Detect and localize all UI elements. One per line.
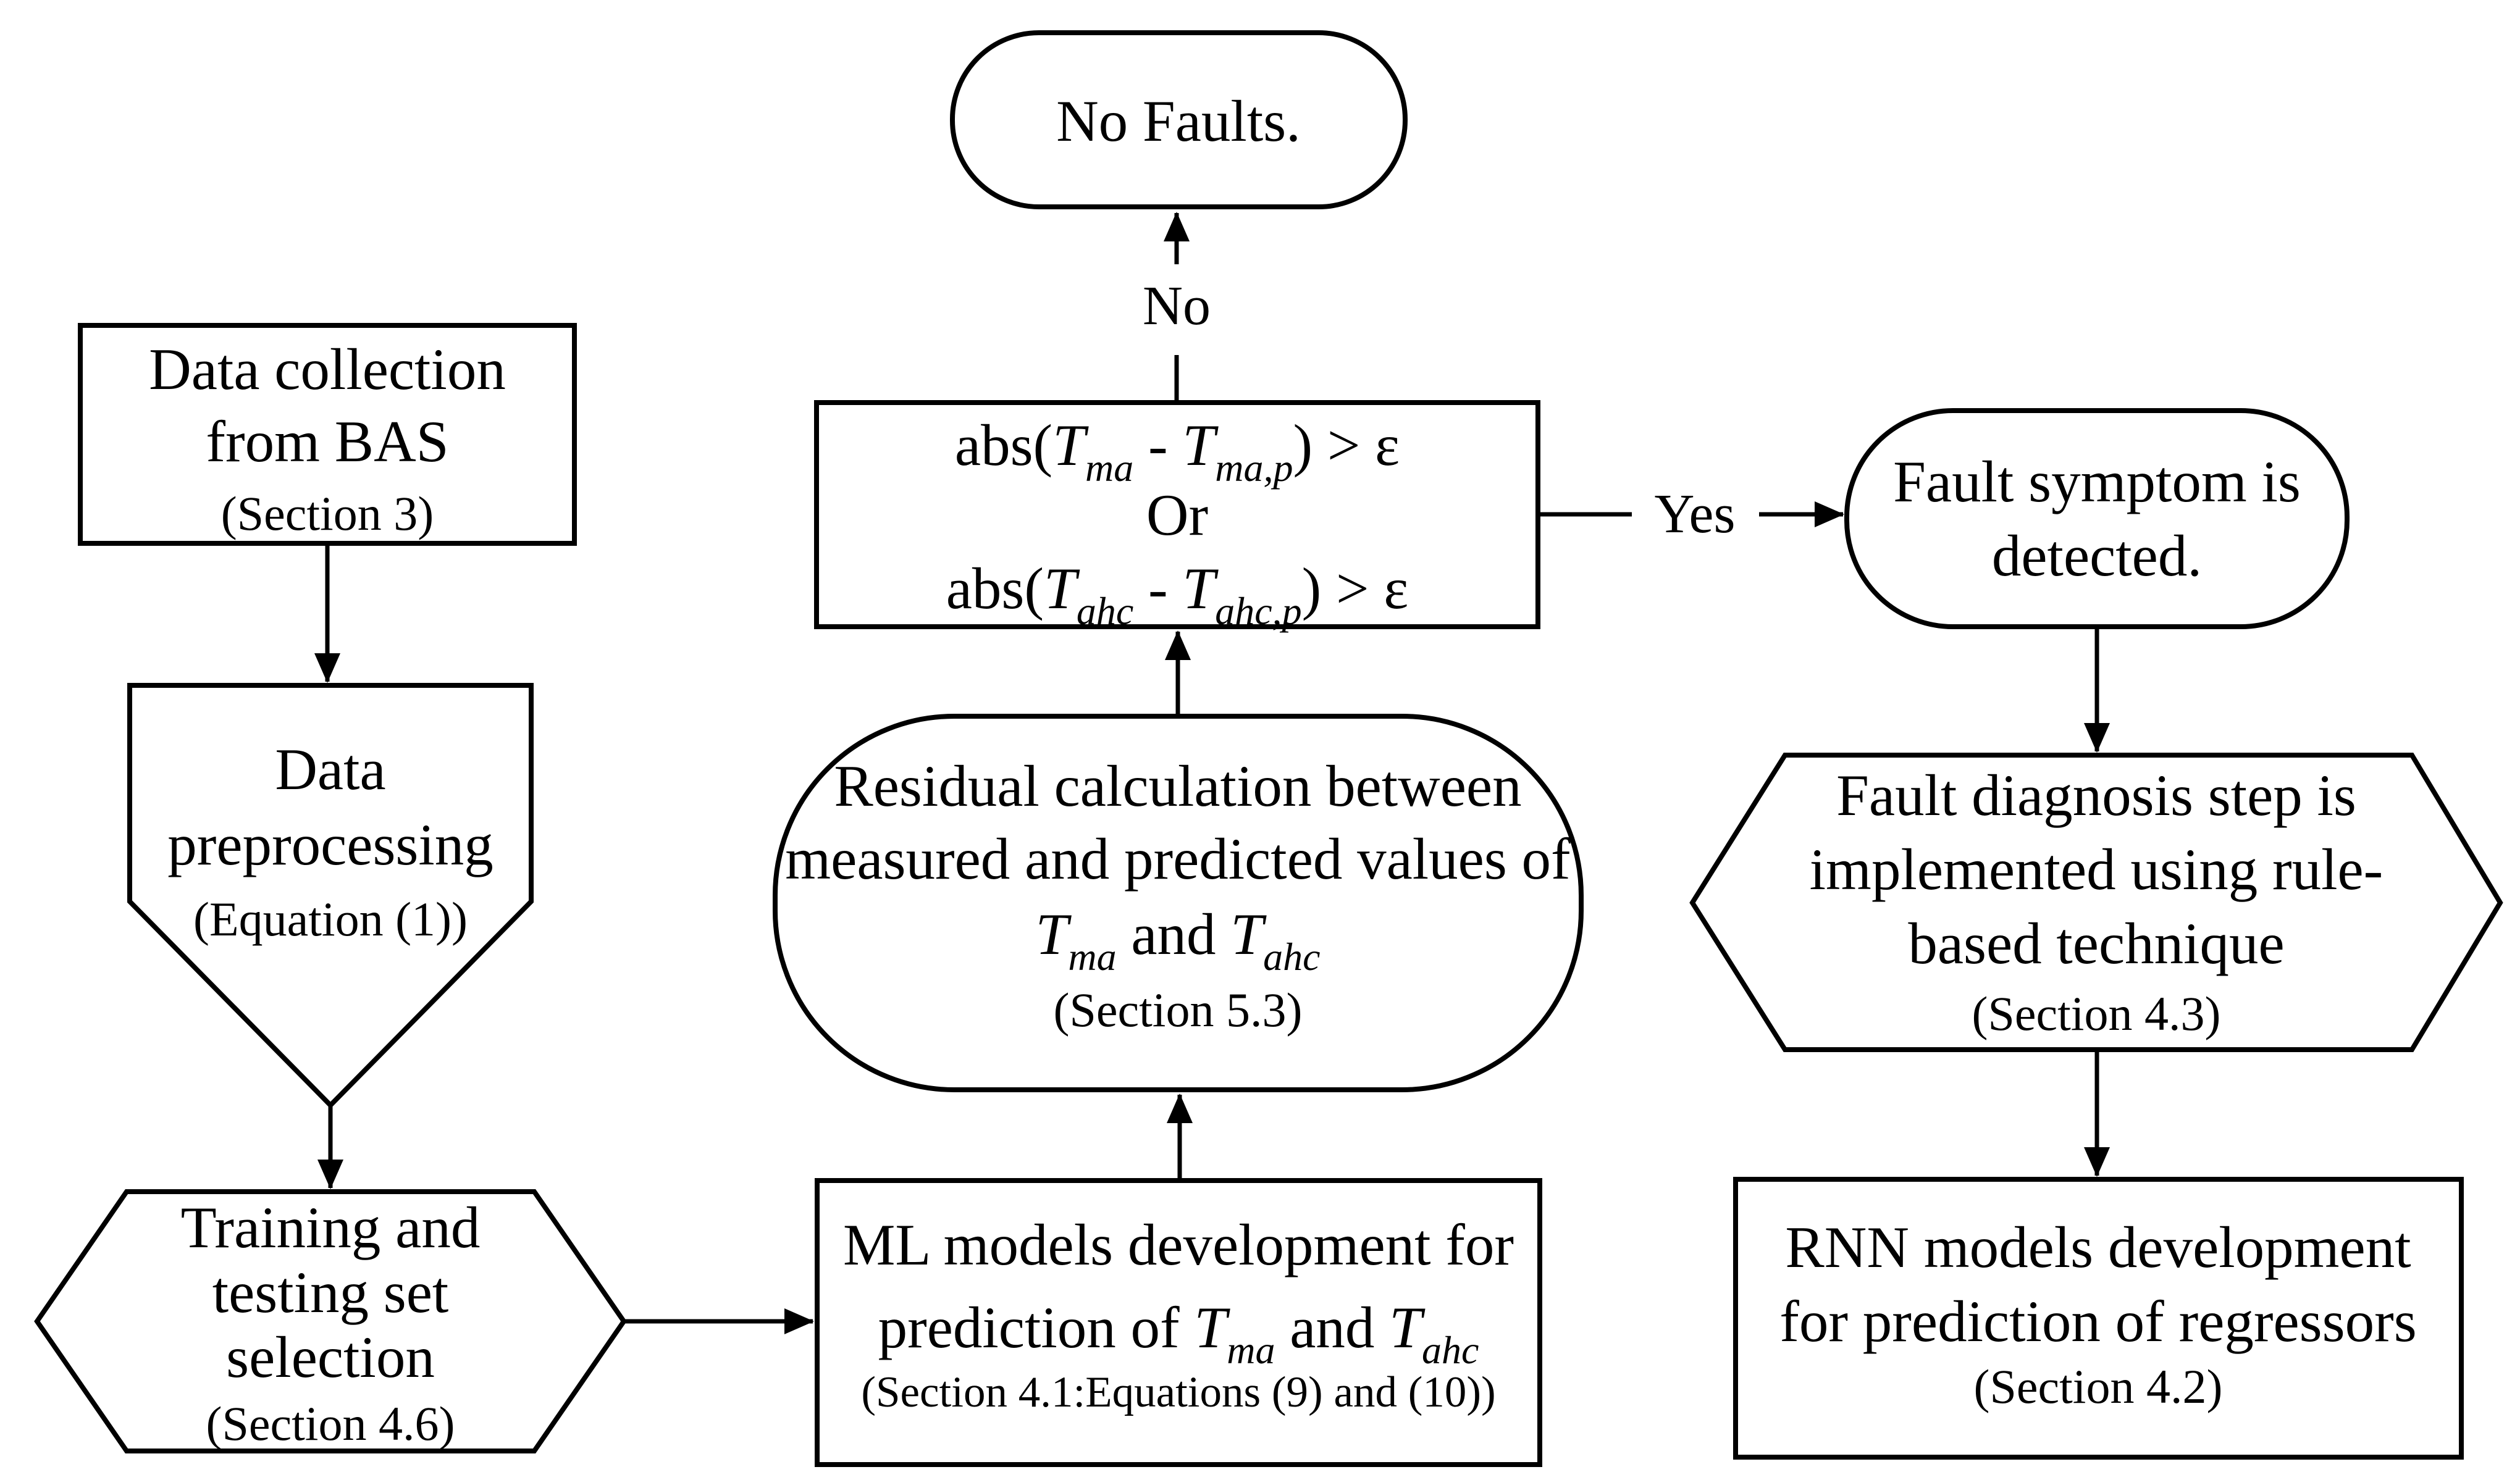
node-label: No Faults.	[1056, 88, 1301, 154]
node-section-ref: (Section 4.1:Equations (9) and (10))	[861, 1368, 1495, 1416]
terminator-shape	[1844, 408, 2350, 629]
node-decision: abs(Tma - Tma,p) > ε Or abs(Tahc - Tahc,…	[814, 400, 1540, 633]
decision-condition-1: abs(Tma - Tma,p) > ε	[955, 412, 1400, 490]
terminator-shape	[950, 30, 1408, 209]
node-label: from BAS	[206, 409, 448, 474]
node-label: RNN models development	[1785, 1215, 2411, 1280]
node-label: based technique	[1908, 911, 2284, 976]
node-label: implemented using rule-	[1810, 837, 2384, 902]
hexagon-shape	[1689, 753, 2503, 1052]
node-no-faults: No Faults.	[950, 30, 1408, 209]
node-section-ref: (Section 4.2)	[1974, 1360, 2223, 1413]
node-training-testing: Training and testing set selection (Sect…	[34, 1189, 627, 1453]
node-section-ref: (Equation (1))	[193, 892, 468, 946]
node-label: Data	[275, 737, 385, 802]
node-section-ref: (Section 5.3)	[1054, 983, 1303, 1037]
node-rnn-models: RNN models development for prediction of…	[1733, 1177, 2464, 1460]
node-label: measured and predicted values of	[785, 826, 1571, 892]
decision-or-label: Or	[1146, 482, 1208, 548]
node-label: Fault diagnosis step is	[1836, 763, 2356, 828]
terminator-shape	[773, 714, 1584, 1092]
node-label: Training and	[181, 1195, 481, 1260]
node-label: preprocessing	[167, 812, 494, 877]
node-label: for prediction of regressors	[1779, 1289, 2416, 1354]
process-shape	[814, 400, 1540, 629]
node-label: Residual calculation between	[834, 753, 1521, 819]
node-section-ref: (Section 4.3)	[1972, 987, 2221, 1040]
node-label: testing set	[212, 1260, 449, 1325]
process-shape	[1733, 1177, 2464, 1460]
no-branch-label: No	[1143, 275, 1211, 337]
yes-branch-label: Yes	[1655, 483, 1736, 545]
node-label: selection	[226, 1324, 435, 1390]
node-data-preprocessing: Data preprocessing (Equation (1))	[127, 683, 534, 1109]
pentagon-shape	[127, 683, 534, 1109]
hexagon-shape	[34, 1189, 627, 1453]
decision-condition-2: abs(Tahc - Tahc,p) > ε	[946, 556, 1409, 633]
node-formula: prediction of Tma and Tahc	[878, 1295, 1479, 1372]
node-ml-models: ML models development for prediction of …	[815, 1178, 1542, 1467]
node-label: detected.	[1992, 523, 2202, 588]
node-fault-symptom: Fault symptom is detected.	[1844, 408, 2350, 629]
node-data-collection: Data collection from BAS (Section 3)	[78, 323, 577, 546]
process-shape	[815, 1178, 1542, 1467]
node-section-ref: (Section 4.6)	[206, 1397, 455, 1450]
node-residual-calculation: Residual calculation between measured an…	[773, 714, 1584, 1092]
node-label: Fault symptom is	[1893, 449, 2301, 514]
node-formula: Tma and Tahc	[1036, 901, 1321, 979]
node-label: ML models development for	[843, 1212, 1514, 1277]
process-shape	[78, 323, 577, 546]
node-fault-diagnosis: Fault diagnosis step is implemented usin…	[1689, 753, 2503, 1052]
node-section-ref: (Section 3)	[221, 487, 434, 540]
node-label: Data collection	[149, 337, 506, 402]
